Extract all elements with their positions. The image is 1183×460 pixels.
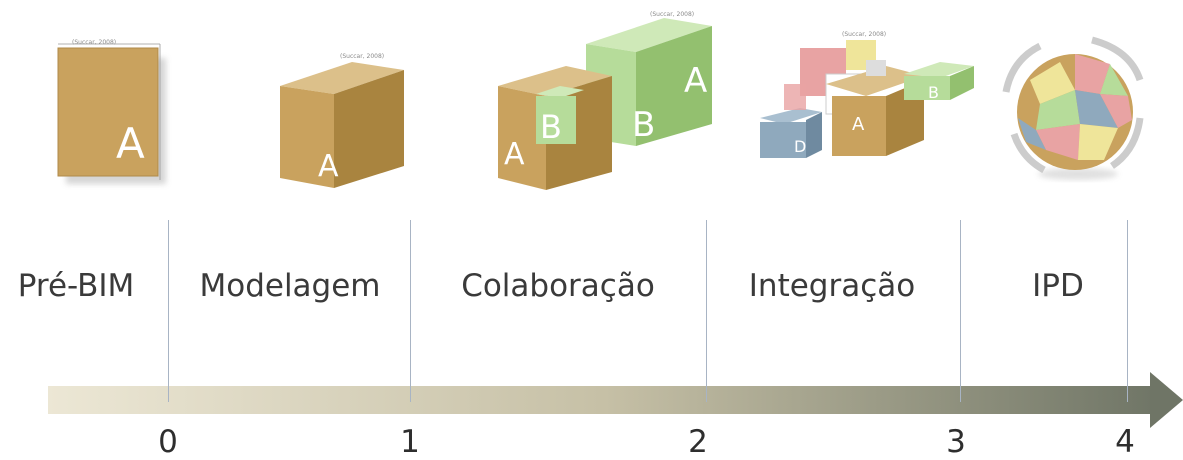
stage-divider <box>410 220 411 402</box>
letter-b: B <box>632 105 655 145</box>
tick-label-1: 1 <box>400 424 420 460</box>
citation-text: (Succar, 2008) <box>650 11 694 18</box>
modeling-cube-figure: (Succar, 2008) A <box>280 53 404 188</box>
stage-divider <box>1127 220 1128 402</box>
stage-label-colaboracao: Colaboração <box>461 268 655 304</box>
integration-blocks-figure: (Succar, 2008) A B D <box>760 31 974 158</box>
citation-text: (Succar, 2008) <box>340 53 384 60</box>
tick-label-0: 0 <box>158 424 178 460</box>
stage-divider <box>168 220 169 402</box>
letter-a: A <box>504 137 525 172</box>
letter-a: A <box>116 119 145 168</box>
letter-a: A <box>684 61 707 101</box>
citation-text: (Succar, 2008) <box>842 31 886 38</box>
stage-divider <box>706 220 707 402</box>
tick-label-3: 3 <box>946 424 966 460</box>
pre-bim-sheet-figure: (Succar, 2008) A <box>57 39 166 184</box>
ipd-globe-figure <box>1002 36 1144 180</box>
timeline-arrow <box>48 372 1183 428</box>
stage-label-pre-bim: Pré-BIM <box>17 268 135 304</box>
stage-label-ipd: IPD <box>1032 268 1084 304</box>
letter-a: A <box>318 149 339 184</box>
letter-b: B <box>928 83 939 102</box>
tick-label-4: 4 <box>1115 424 1135 460</box>
stage-divider <box>960 220 961 402</box>
stage-label-integracao: Integração <box>748 268 916 304</box>
letter-b: B <box>540 108 562 146</box>
citation-text: (Succar, 2008) <box>72 39 116 46</box>
letter-d: D <box>794 137 806 156</box>
collaboration-cubes-figure: A B B A (Succar, 2008) <box>498 11 712 190</box>
letter-a: A <box>852 114 865 135</box>
tick-label-2: 2 <box>688 424 708 460</box>
stage-label-modelagem: Modelagem <box>199 268 381 304</box>
